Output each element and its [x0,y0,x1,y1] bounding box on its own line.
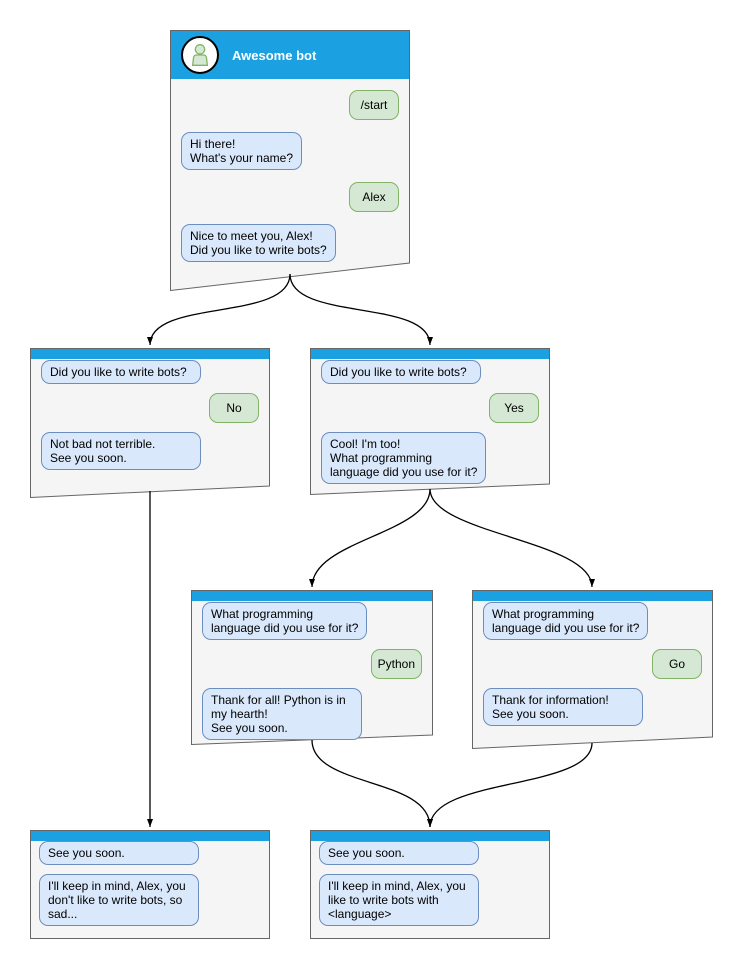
edge-yes-branch-to-go [429,488,595,588]
messages-area: What programming language did you use fo… [473,601,712,726]
window-titlebar [31,831,269,841]
bot-avatar [181,36,219,74]
bot-message-bubble: Did you like to write bots? [321,360,481,384]
bot-message-bubble: Thank for all! Python is in my hearth! S… [202,688,362,740]
chat-window-root: Awesome bot /start Hi there! What's your… [170,30,410,291]
edge-python-to-end-yes [311,739,433,828]
messages-area: See you soon. I'll keep in mind, Alex, y… [31,841,269,926]
person-icon [191,44,209,66]
chat-window-yes-branch: Did you like to write bots? Yes Cool! I'… [310,348,550,495]
chat-window-end-yes: See you soon. I'll keep in mind, Alex, y… [310,830,550,939]
bot-message-bubble: What programming language did you use fo… [202,602,368,640]
user-message-bubble: Python [370,649,422,679]
bot-message-bubble: What programming language did you use fo… [483,602,649,640]
messages-area: See you soon. I'll keep in mind, Alex, y… [311,841,549,926]
bot-message-bubble: Not bad not terrible. See you soon. [41,432,201,470]
bot-message-bubble: See you soon. [39,841,199,865]
user-message-bubble: Yes [489,393,539,423]
bot-message-bubble: Did you like to write bots? [41,360,201,384]
chat-window-end-no: See you soon. I'll keep in mind, Alex, y… [30,830,270,939]
bot-message-bubble: Hi there! What's your name? [181,132,303,170]
user-message-bubble: No [209,393,259,423]
window-titlebar [473,591,712,601]
messages-area: /start Hi there! What's your name? Alex … [171,79,409,273]
bot-message-bubble: Cool! I'm too! What programming language… [321,432,487,484]
window-titlebar [311,831,549,841]
bot-message-bubble: I'll keep in mind, Alex, you don't like … [39,874,199,926]
bot-message-bubble: I'll keep in mind, Alex, you like to wri… [319,874,479,926]
bot-message-bubble: See you soon. [319,841,479,865]
window-titlebar [31,349,269,359]
messages-area: Did you like to write bots? Yes Cool! I'… [311,359,549,484]
window-titlebar [192,591,432,601]
edge-yes-branch-to-python [309,488,431,588]
chat-window-no-branch: Did you like to write bots? No Not bad n… [30,348,270,498]
window-titlebar [311,349,549,359]
bot-message-bubble: Nice to meet you, Alex! Did you like to … [181,224,336,262]
user-message-bubble: /start [349,90,399,120]
messages-area: What programming language did you use fo… [192,601,432,740]
user-message-bubble: Go [652,649,702,679]
window-titlebar: Awesome bot [171,31,409,79]
edge-go-to-end-yes [427,742,593,828]
user-message-bubble: Alex [349,182,399,212]
chat-window-python-branch: What programming language did you use fo… [191,590,433,745]
chat-window-go-branch: What programming language did you use fo… [472,590,713,749]
messages-area: Did you like to write bots? No Not bad n… [31,359,269,470]
bot-message-bubble: Thank for information! See you soon. [483,688,643,726]
window-title: Awesome bot [232,47,317,63]
